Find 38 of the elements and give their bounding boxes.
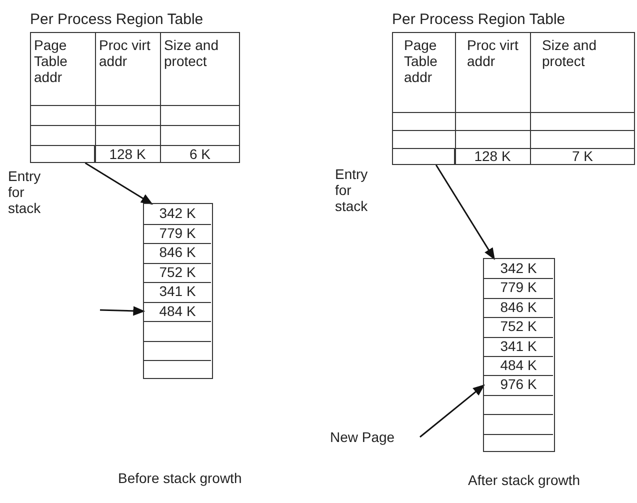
page-entry: 779 K bbox=[144, 224, 211, 243]
page-entry: 341 K bbox=[144, 282, 211, 302]
table-title: Per Process Region Table bbox=[30, 12, 204, 28]
column-header: Proc virt addr bbox=[467, 37, 520, 69]
page-entry: 752 K bbox=[144, 262, 211, 282]
column-header: Size and protect bbox=[542, 37, 598, 69]
page-entry: 752 K bbox=[484, 317, 553, 337]
annotation-label: New Page bbox=[330, 427, 420, 447]
page-entry: 342 K bbox=[484, 259, 553, 278]
table-title: Per Process Region Table bbox=[392, 12, 566, 28]
page-entry: 342 K bbox=[144, 204, 211, 224]
page-entry: 484 K bbox=[484, 356, 553, 376]
arrow bbox=[420, 384, 485, 438]
column-header: Size and protect bbox=[164, 37, 220, 69]
caption: After stack growth bbox=[468, 472, 582, 488]
column-header: Page Table addr bbox=[34, 37, 68, 85]
table-value: 7 K bbox=[570, 148, 594, 165]
page-entry: 341 K bbox=[484, 336, 553, 356]
table-value: 6 K bbox=[188, 146, 212, 163]
arrow bbox=[84, 162, 154, 205]
column-header: Page Table addr bbox=[404, 37, 438, 85]
page-entry: 846 K bbox=[484, 298, 553, 318]
region-table bbox=[30, 10, 240, 163]
region-table bbox=[392, 10, 635, 165]
page-table bbox=[143, 203, 213, 379]
caption: Before stack growth bbox=[118, 470, 243, 486]
annotation-label: Entry for stack bbox=[8, 168, 42, 216]
page-entry: 976 K bbox=[484, 375, 553, 395]
page-entry: 484 K bbox=[144, 302, 211, 321]
arrow bbox=[435, 164, 495, 260]
page-table bbox=[483, 258, 555, 452]
page-entry: 846 K bbox=[144, 243, 211, 262]
column-header: Proc virt addr bbox=[99, 37, 152, 69]
page-entry: 779 K bbox=[484, 278, 553, 298]
table-value: 128 K bbox=[108, 146, 147, 163]
arrow bbox=[100, 306, 146, 316]
table-value: 128 K bbox=[473, 148, 512, 165]
annotation-label: Entry for stack bbox=[335, 166, 369, 214]
